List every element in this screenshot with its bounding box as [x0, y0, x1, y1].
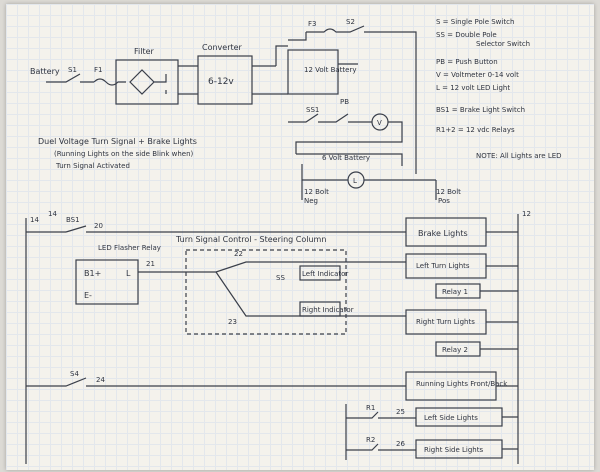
converter-label: Converter — [202, 43, 243, 52]
ss-label: SS — [276, 274, 285, 282]
legend-ss: SS = Double Pole — [436, 31, 497, 39]
flasher-l: L — [126, 269, 131, 278]
right-turn-wires — [480, 321, 518, 350]
s2-label: S2 — [346, 18, 355, 26]
legend-pb: PB = Push Button — [436, 58, 498, 66]
battery-label: Battery — [30, 67, 60, 76]
six-volt-wire — [296, 153, 403, 166]
j22-label: 22 — [234, 250, 243, 258]
flasher-e: E- — [84, 291, 92, 300]
s4-label: S4 — [70, 370, 79, 378]
j25-label: 25 — [396, 408, 405, 416]
flasher-b1: B1+ — [84, 269, 101, 278]
voltmeter-label: V — [377, 119, 382, 127]
relay1-label: Relay 1 — [442, 288, 468, 296]
bridge-rectifier — [129, 69, 167, 95]
y14-label: 14 — [48, 210, 57, 218]
turn-control-box — [185, 249, 347, 335]
title-line2: (Running Lights on the side Blink when) — [54, 150, 194, 158]
schematic-sheet: S = Single Pole Switch SS = Double Pole … — [6, 4, 594, 470]
legend-l: L = 12 volt LED Light — [436, 84, 510, 92]
j24-label: 24 — [96, 376, 105, 384]
converter-wires — [178, 65, 288, 95]
left-side-label: Left Side Lights — [424, 414, 478, 422]
r2-contact — [346, 443, 416, 451]
legend-s: S = Single Pole Switch — [436, 18, 514, 26]
running-lights-label: Running Lights Front/Back — [416, 380, 508, 388]
flasher-label: LED Flasher Relay — [98, 244, 161, 252]
s1-label: S1 — [68, 66, 77, 74]
pb-label: PB — [340, 98, 349, 106]
right-side-label: Right Side Lights — [424, 446, 483, 454]
ss1-pb-line — [288, 113, 372, 123]
legend-bs1: BS1 = Brake Light Switch — [436, 106, 525, 114]
relay2-label: Relay 2 — [442, 346, 468, 354]
left-turn-wires — [480, 265, 518, 292]
schematic-drawing: S = Single Pole Switch SS = Double Pole … — [25, 18, 562, 464]
left-indicator-box — [299, 265, 341, 281]
left-turn-label: Left Turn Lights — [416, 262, 470, 270]
s1-switch — [46, 73, 94, 83]
side-wires — [502, 416, 518, 450]
battery-12v-wires — [275, 32, 358, 66]
r1-label: R1 — [366, 404, 375, 412]
r2-label: R2 — [366, 436, 375, 444]
r1-contact — [346, 411, 416, 419]
j21-label: 21 — [146, 260, 155, 268]
f1-label: F1 — [94, 66, 102, 74]
pos-label: Pos — [438, 197, 450, 205]
power-supply-circuit: Battery S1 F1 Filter Converter 6-12v 12 … — [30, 18, 461, 205]
neg-label: Neg — [304, 197, 318, 205]
turn-control-wires — [188, 261, 406, 317]
converter-range: 6-12v — [208, 77, 234, 87]
title-line3: Turn Signal Activated — [55, 162, 130, 170]
six-volt-battery: 6 Volt Battery — [322, 154, 370, 162]
legend-ss-sub: Selector Switch — [476, 40, 530, 48]
lamp-label: L — [353, 177, 357, 185]
battery-12v-label: 12 Volt Battery — [304, 66, 356, 74]
flasher-relay-box — [75, 259, 139, 305]
left-indicator-label: Left Indicator — [302, 270, 348, 278]
neg-bus-label: 12 Bolt — [304, 188, 329, 196]
bs1-label: BS1 — [66, 216, 80, 224]
f3-s2-line — [306, 25, 417, 174]
brake-lights-label: Brake Lights — [418, 229, 468, 238]
legend-v: V = Voltmeter 0-14 volt — [436, 71, 519, 79]
left-rail — [25, 218, 66, 464]
title-line1: Duel Voltage Turn Signal + Brake Lights — [38, 137, 197, 146]
turn-control-label: Turn Signal Control - Steering Column — [175, 235, 326, 244]
diagram-title: Duel Voltage Turn Signal + Brake Lights … — [38, 137, 197, 170]
filter-label: Filter — [134, 47, 155, 56]
j14-left: 14 — [30, 216, 39, 224]
right-turn-label: Right Turn Lights — [416, 318, 475, 326]
right-indicator-label: Right Indicator — [302, 306, 354, 314]
legend: S = Single Pole Switch SS = Double Pole … — [436, 18, 562, 160]
f3-label: F3 — [308, 20, 316, 28]
legend-note: NOTE: All Lights are LED — [476, 152, 562, 160]
j26-label: 26 — [396, 440, 405, 448]
battery-12v-box — [287, 49, 339, 95]
filter-box — [115, 59, 179, 105]
legend-r12: R1+2 = 12 vdc Relays — [436, 126, 515, 134]
converter-box — [197, 55, 253, 105]
pos-bus-label: 12 Bolt — [436, 188, 461, 196]
j23-label: 23 — [228, 318, 237, 326]
f1-fuse — [93, 78, 126, 86]
voltmeter-wires — [295, 121, 403, 154]
ss1-label: SS1 — [306, 106, 319, 114]
y12-label: 12 — [522, 210, 531, 218]
bs1-switch — [65, 225, 406, 233]
signal-circuit: 14 BS1 20 LED Flasher Relay B1+ L E- 21 … — [25, 210, 531, 464]
s4-switch — [26, 377, 406, 387]
j20-left: 20 — [94, 222, 103, 230]
